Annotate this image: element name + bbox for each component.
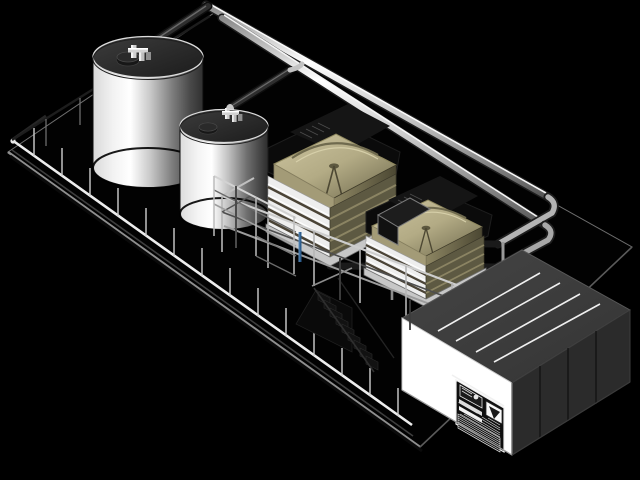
support-columns [235, 186, 411, 330]
storage-tank-small [179, 108, 269, 231]
tower2-louvers-right [425, 235, 485, 301]
tank-nozzle-cluster [128, 45, 151, 61]
storage-tank-large [92, 35, 204, 189]
inner-platform-railing [213, 175, 297, 277]
cooling-tower-small [363, 176, 493, 308]
access-stairway [295, 267, 395, 373]
equipment-building [401, 249, 631, 456]
control-panel [451, 374, 505, 454]
tank-nozzle-cluster-small [222, 108, 243, 122]
